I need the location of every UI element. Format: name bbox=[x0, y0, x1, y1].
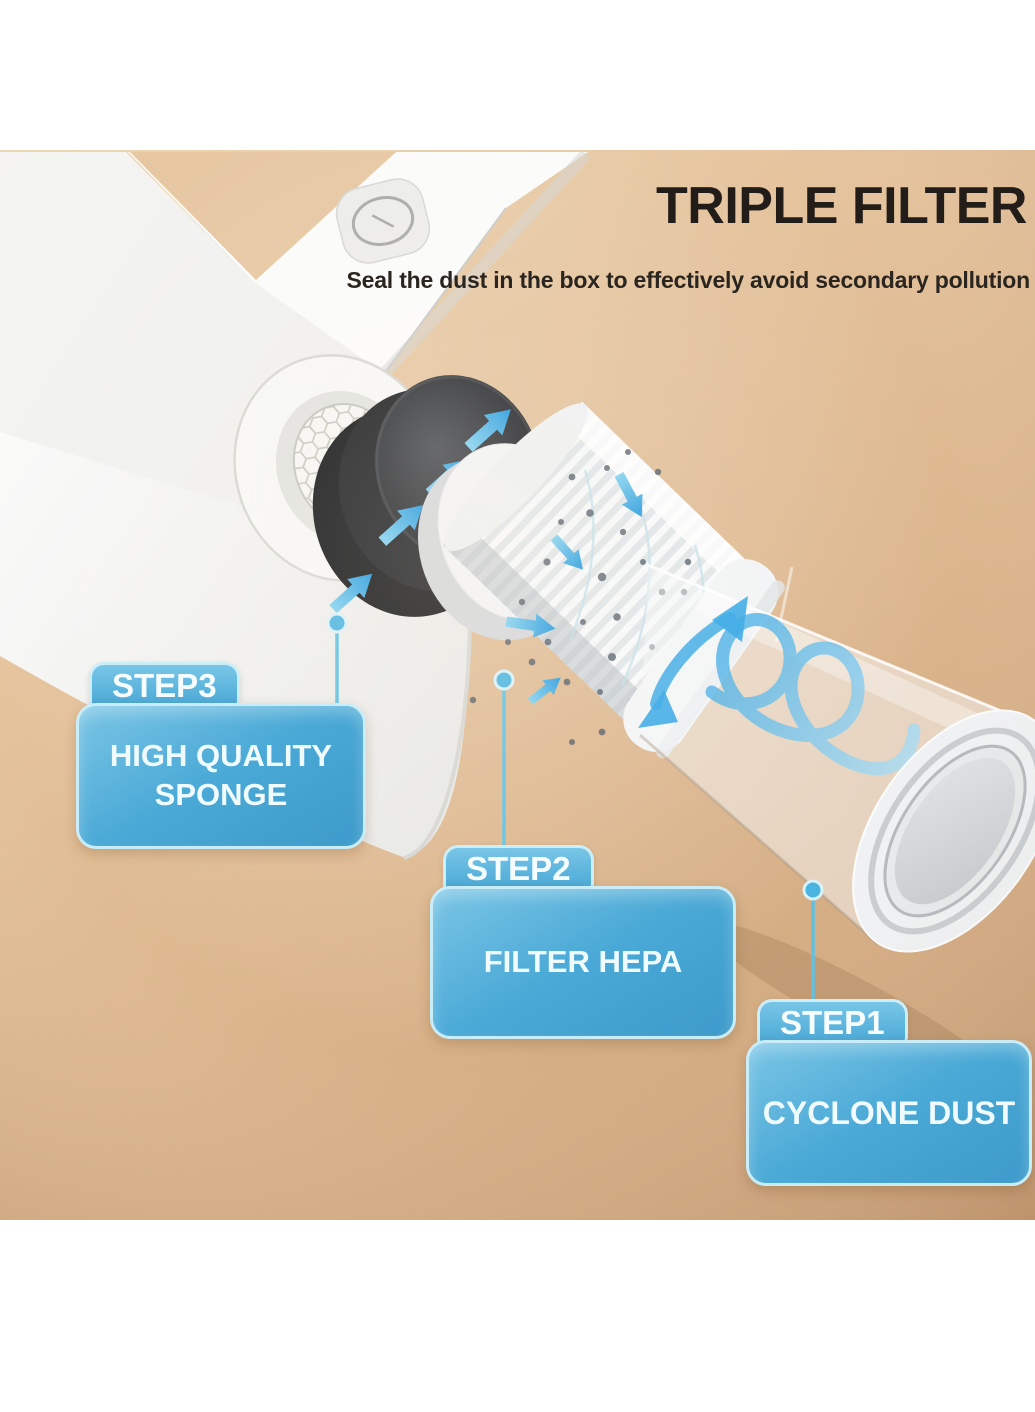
step2-label: FILTER HEPA bbox=[430, 886, 736, 1039]
step3-label: HIGH QUALITY SPONGE bbox=[76, 703, 366, 849]
step3-tab-label: STEP3 bbox=[89, 662, 240, 706]
step1-tab-label: STEP1 bbox=[757, 999, 908, 1043]
page-subtitle: Seal the dust in the box to effectively … bbox=[346, 267, 1030, 293]
step2-tab-label: STEP2 bbox=[443, 845, 594, 889]
step1-label: CYCLONE DUST bbox=[746, 1040, 1032, 1186]
page-title: TRIPLE FILTER bbox=[656, 177, 1027, 235]
